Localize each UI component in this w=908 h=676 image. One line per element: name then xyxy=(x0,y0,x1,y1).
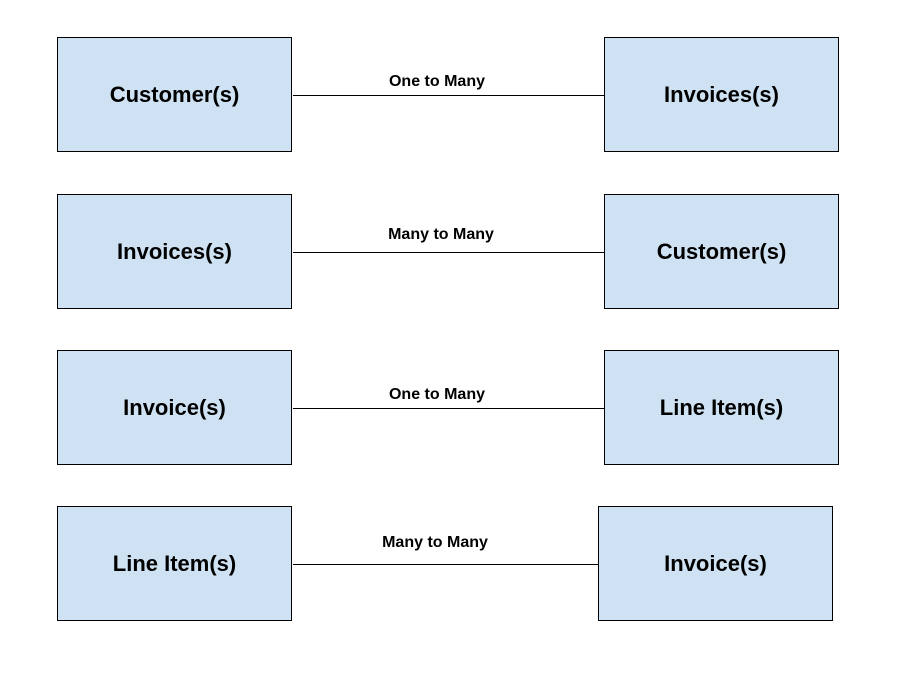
entity-label: Line Item(s) xyxy=(659,394,784,420)
relationship-line xyxy=(293,95,604,96)
entity-label: Invoice(s) xyxy=(123,394,226,420)
relationship-line xyxy=(293,564,598,565)
entity-box-right: Invoices(s) xyxy=(604,37,839,152)
entity-label: Customer(s) xyxy=(109,81,240,107)
relationship-label: Many to Many xyxy=(382,534,488,551)
relationship-label: One to Many xyxy=(388,73,485,90)
entity-label: Invoice(s) xyxy=(664,550,767,576)
relationship-label: Many to Many xyxy=(388,226,494,243)
relationship-line xyxy=(293,252,604,253)
entity-box-left: Line Item(s) xyxy=(57,506,292,621)
entity-box-right: Customer(s) xyxy=(604,194,839,309)
entity-label: Line Item(s) xyxy=(112,550,237,576)
entity-label: Customer(s) xyxy=(656,238,787,264)
relationship-label: One to Many xyxy=(388,386,485,403)
entity-box-right: Line Item(s) xyxy=(604,350,839,465)
entity-box-left: Invoice(s) xyxy=(57,350,292,465)
entity-box-left: Invoices(s) xyxy=(57,194,292,309)
entity-label: Invoices(s) xyxy=(117,238,232,264)
entity-box-left: Customer(s) xyxy=(57,37,292,152)
entity-box-right: Invoice(s) xyxy=(598,506,833,621)
relationship-line xyxy=(293,408,604,409)
entity-label: Invoices(s) xyxy=(664,81,779,107)
